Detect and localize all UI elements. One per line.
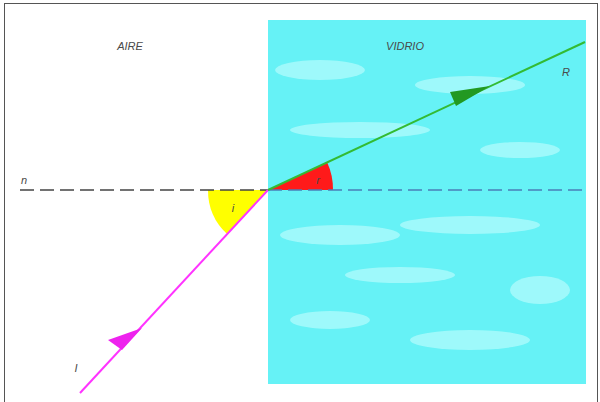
- normal-line: [20, 189, 268, 191]
- refracted-ray: [268, 42, 585, 190]
- incidence-angle: [208, 190, 268, 234]
- ray-label: R: [562, 67, 570, 78]
- normal-line: [268, 189, 585, 191]
- medium-label: VIDRIO: [386, 41, 424, 52]
- glass-block: [268, 20, 586, 384]
- frame: [5, 4, 598, 402]
- ray-arrowhead: [450, 86, 490, 106]
- medium-label: AIRE: [117, 41, 143, 52]
- angle-label: r: [316, 175, 320, 186]
- angle-label: i: [232, 203, 234, 214]
- normal-label: n: [21, 175, 27, 186]
- ray-arrowhead: [108, 328, 142, 350]
- glass-texture: [275, 60, 570, 350]
- ray-label: I: [74, 363, 77, 374]
- incident-ray: [80, 190, 268, 393]
